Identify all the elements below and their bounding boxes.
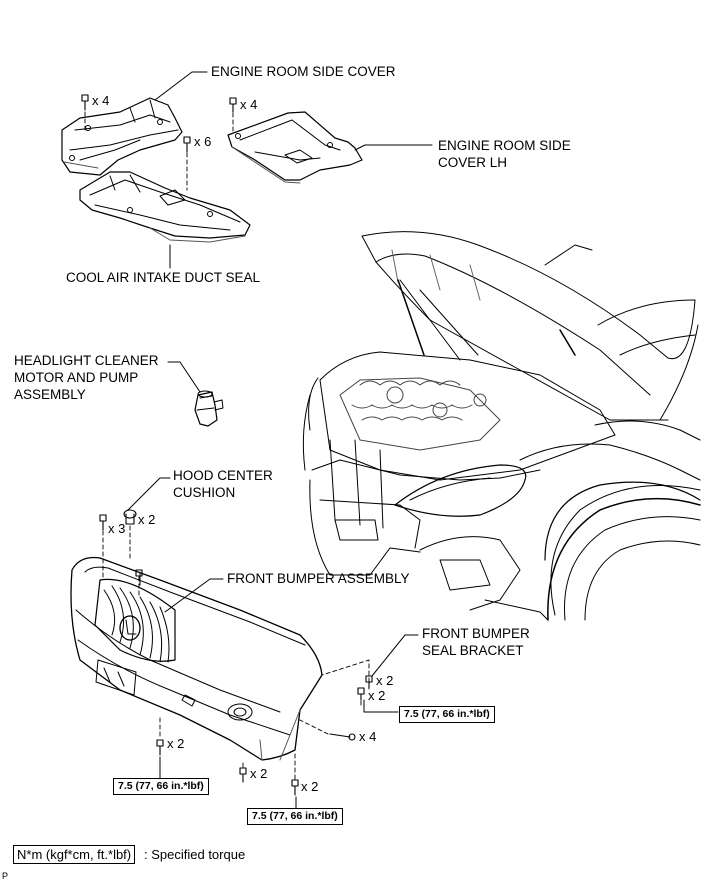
front-bumper-seal-bracket-label-line2: SEAL BRACKET (422, 643, 524, 658)
hood-cushion-qty: x 2 (138, 512, 156, 527)
legend-torque-unit-box: N*m (kgf*cm, ft.*lbf) (13, 845, 136, 864)
hood-center-cushion-label-line2: CUSHION (173, 485, 236, 500)
legend-description: : Specified torque (144, 847, 246, 862)
front-bumper-assembly-label: FRONT BUMPER ASSEMBLY (227, 571, 410, 586)
bumper-side-screws-qty: x 4 (359, 729, 377, 744)
engine-room-side-cover-drawing (61, 97, 183, 176)
headlight-cleaner-label-line1: HEADLIGHT CLEANER (14, 353, 159, 368)
engine-room-side-cover-lh-label-line2: COVER LH (438, 155, 508, 170)
hood-center-cushion-label-line1: HOOD CENTER (173, 468, 273, 483)
headlight-cleaner-label-line3: ASSEMBLY (14, 387, 86, 402)
bumper-top-clips-qty: x 3 (108, 521, 126, 536)
side-cover-clips-qty: x 4 (92, 93, 110, 108)
torque-spec-seal-bracket: 7.5 (77, 66 in.*lbf) (399, 706, 495, 723)
seal-bracket-clips-qty: x 2 (376, 673, 394, 688)
torque-spec-bottom-left: 7.5 (77, 66 in.*lbf) (113, 778, 209, 795)
cool-air-intake-duct-seal-drawing (79, 171, 251, 243)
engine-room-side-cover-label: ENGINE ROOM SIDE COVER (211, 64, 396, 79)
side-cover-lh-clips-qty: x 4 (240, 97, 258, 112)
vehicle-body-drawing (302, 231, 701, 621)
headlight-cleaner-pump-drawing (194, 390, 224, 427)
dashed-alignment-lines (84, 111, 370, 780)
fastener-symbols (81, 94, 373, 796)
bumper-bottom-right-bolts-qty: x 2 (301, 779, 319, 794)
cool-air-intake-duct-seal-label: COOL AIR INTAKE DUCT SEAL (66, 270, 261, 285)
seal-bracket-screws-qty: x 2 (368, 688, 386, 703)
leader-lines (127, 71, 433, 809)
corner-mark: P (2, 871, 9, 881)
duct-seal-clips-qty: x 6 (194, 134, 212, 149)
front-bumper-seal-bracket-label-line1: FRONT BUMPER (422, 626, 530, 641)
torque-spec-bottom-right: 7.5 (77, 66 in.*lbf) (247, 808, 343, 825)
bumper-bottom-mid-clips-qty: x 2 (250, 766, 268, 781)
front-bumper-drawing (70, 556, 323, 761)
engine-room-side-cover-lh-drawing (227, 111, 363, 184)
engine-room-side-cover-lh-label-line1: ENGINE ROOM SIDE (438, 138, 571, 153)
headlight-cleaner-label-line2: MOTOR AND PUMP (14, 370, 139, 385)
bumper-bottom-left-bolts-qty: x 2 (167, 736, 185, 751)
